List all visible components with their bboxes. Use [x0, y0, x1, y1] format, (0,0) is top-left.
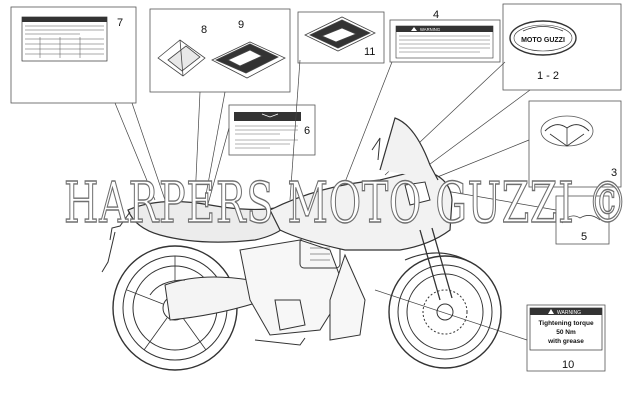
callout-box-4: WARNING 4 [389, 9, 501, 63]
watermark-text: HARPERS MOTO GUZZI © [64, 171, 628, 236]
tool-roll-drawing [157, 39, 206, 77]
callout-5-number: 5 [581, 231, 587, 243]
eagle-mini-icon [261, 113, 279, 118]
callout-10-number: 10 [562, 359, 574, 371]
callout-box-5: 5 [555, 195, 610, 245]
moto-guzzi-logo-text: MOTO GUZZI [521, 37, 565, 44]
leader-lines [114, 59, 557, 341]
callout-9-number: 9 [238, 19, 244, 31]
torque-line-2: 50 Nm [556, 329, 576, 336]
decal-sheet-drawing [304, 16, 376, 52]
torque-warning-title: WARNING [557, 310, 581, 316]
torque-line-3: with grease [547, 338, 584, 345]
callout-1-2-number: 1 - 2 [537, 70, 559, 82]
eagle-outline [522, 26, 564, 32]
torque-line-1: Tightening torque [538, 320, 594, 327]
callout-7-number: 7 [117, 17, 123, 29]
callout-3-number: 3 [611, 167, 617, 179]
callout-box-10: WARNING Tightening torque 50 Nm with gre… [526, 304, 606, 372]
callout-box-6: 6 [228, 104, 316, 156]
callout-4-number: 4 [433, 9, 439, 21]
callout-box-8-9: 8 9 [149, 8, 291, 93]
callout-box-3: 3 [528, 100, 622, 188]
warning-label-title: WARNING [420, 27, 440, 32]
callout-box-1-2: MOTO GUZZI 1 - 2 [502, 3, 622, 91]
callout-6-number: 6 [304, 125, 310, 137]
owner-manual-drawing [211, 41, 286, 79]
callout-11-number: 11 [364, 46, 375, 58]
callout-box-11: 11 [297, 11, 385, 64]
callout-box-7: 7 [10, 6, 137, 104]
callout-8-number: 8 [201, 24, 207, 36]
front-wheel [388, 255, 502, 369]
motorcycle-drawing [101, 117, 502, 371]
